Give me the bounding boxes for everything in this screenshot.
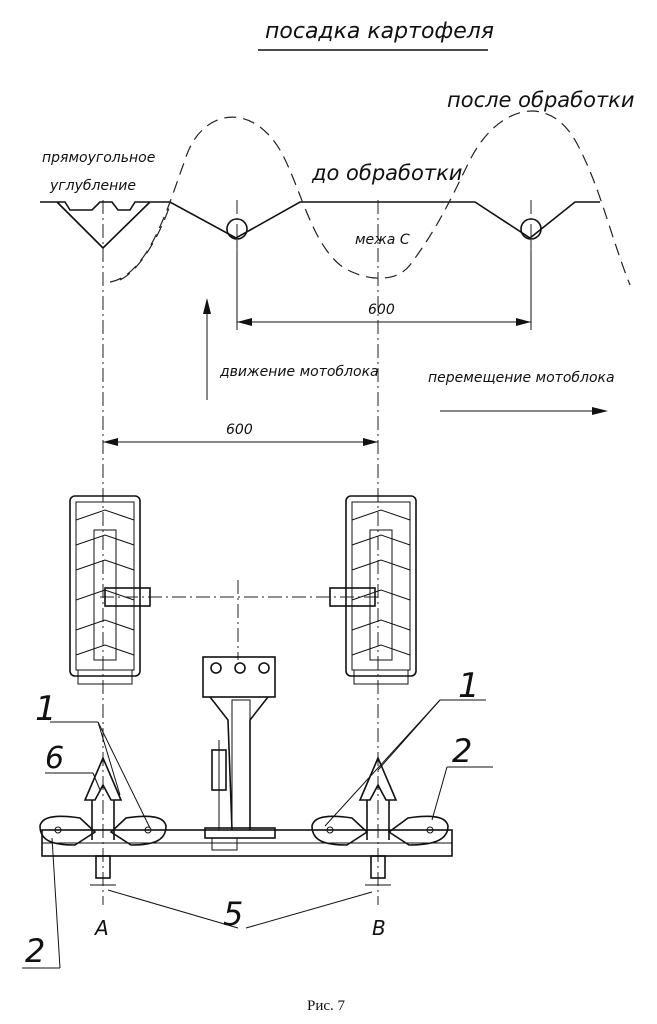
callout-5: 5 (223, 895, 243, 933)
axle-hub-right (329, 587, 376, 607)
dim-mid-arrow-right (363, 438, 378, 446)
label-move-unit: движение мотоблока (219, 364, 379, 380)
wheel-left (69, 495, 141, 685)
ridge-curve-after (109, 110, 631, 286)
dim-mid-value: 600 (226, 422, 253, 438)
callout-2-left-leader (51, 837, 61, 969)
callout-2-right: 2 (452, 732, 472, 770)
callout-2-left: 2 (25, 932, 45, 970)
dim-top-value: 600 (368, 302, 395, 318)
point-a-label: A (93, 916, 109, 940)
dim-top-arrow-left (237, 318, 252, 326)
label-rect-groove-2: углубление (49, 178, 136, 194)
callout-6-leader (92, 772, 101, 791)
shift-arrow-head (592, 407, 608, 415)
callout-1-left-leader (97, 721, 151, 829)
axle-hub-left (104, 587, 151, 607)
move-arrow-head (203, 298, 211, 314)
label-rect-groove-1: прямоугольное (42, 150, 155, 166)
hitch-bracket (202, 656, 276, 851)
wheel-right (345, 495, 417, 685)
label-before-processing: до обработки (311, 161, 462, 185)
callout-5-leader-left (107, 889, 239, 929)
dim-top-arrow-right (516, 318, 531, 326)
drawing-title: посадка картофеля (265, 19, 494, 44)
callout-6: 6 (45, 741, 64, 776)
label-shift-unit: перемещение мотоблока (428, 370, 615, 386)
callout-2-right-leader (431, 766, 448, 821)
callout-1-right-leader-2 (377, 699, 441, 771)
callout-5-leader-right (245, 891, 373, 929)
label-ridge-c: межа С (355, 232, 410, 248)
label-after-processing: после обработки (447, 88, 635, 112)
callout-1-left: 1 (35, 689, 57, 729)
ridge-curve-left-part (119, 204, 171, 281)
hiller-right (311, 755, 449, 886)
dim-mid-arrow-left (103, 438, 118, 446)
ground-profile (40, 201, 600, 250)
point-b-label: B (372, 916, 386, 940)
callout-1-right: 1 (458, 666, 480, 706)
figure-caption: Рис. 7 (307, 998, 346, 1014)
hiller-left (39, 755, 167, 886)
callout-1-left-leader-2 (97, 721, 121, 796)
